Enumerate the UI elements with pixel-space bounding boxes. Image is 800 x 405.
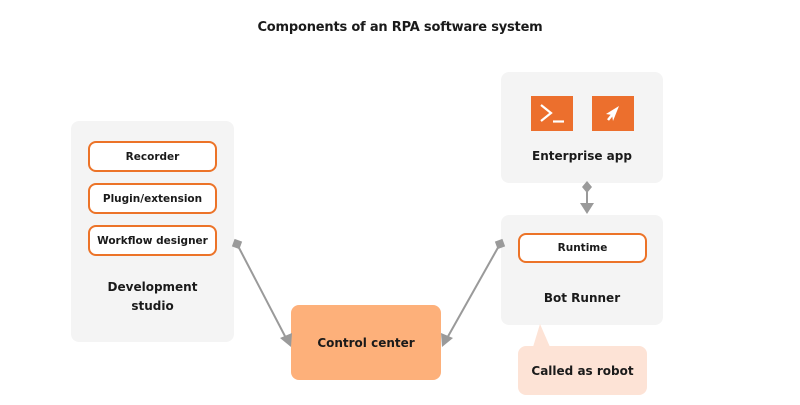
called-as-robot-callout: Called as robot xyxy=(518,346,647,395)
diamond-endpoint-icon xyxy=(494,238,506,250)
diagram-title: Components of an RPA software system xyxy=(257,20,543,35)
diamond-endpoint-icon xyxy=(582,181,592,193)
cursor-arrow-icon xyxy=(592,96,634,131)
callout-label: Called as robot xyxy=(531,363,634,378)
diamond-endpoint-icon xyxy=(231,238,243,250)
runtime-component: Runtime xyxy=(518,233,647,263)
terminal-icon xyxy=(531,96,573,131)
enterprise-app-panel xyxy=(501,72,663,183)
workflow-designer-component: Workflow designer xyxy=(88,225,217,256)
enterprise-app-label: Enterprise app xyxy=(532,149,632,163)
connector-botrunner-to-control xyxy=(441,238,506,347)
development-studio-label: Development studio xyxy=(71,278,234,316)
arrowhead-icon xyxy=(280,333,292,347)
connector-enterprise-to-botrunner xyxy=(580,181,594,214)
control-center-label: Control center xyxy=(317,335,415,350)
development-studio-label-line2: studio xyxy=(131,299,174,313)
recorder-component: Recorder xyxy=(88,141,217,172)
arrowhead-icon xyxy=(580,203,594,214)
plugin-extension-component: Plugin/extension xyxy=(88,183,217,214)
connector-studio-to-control xyxy=(231,238,292,347)
bot-runner-label: Bot Runner xyxy=(543,291,621,305)
development-studio-label-line1: Development xyxy=(107,280,198,294)
control-center-box: Control center xyxy=(291,305,441,380)
arrowhead-icon xyxy=(441,333,453,347)
